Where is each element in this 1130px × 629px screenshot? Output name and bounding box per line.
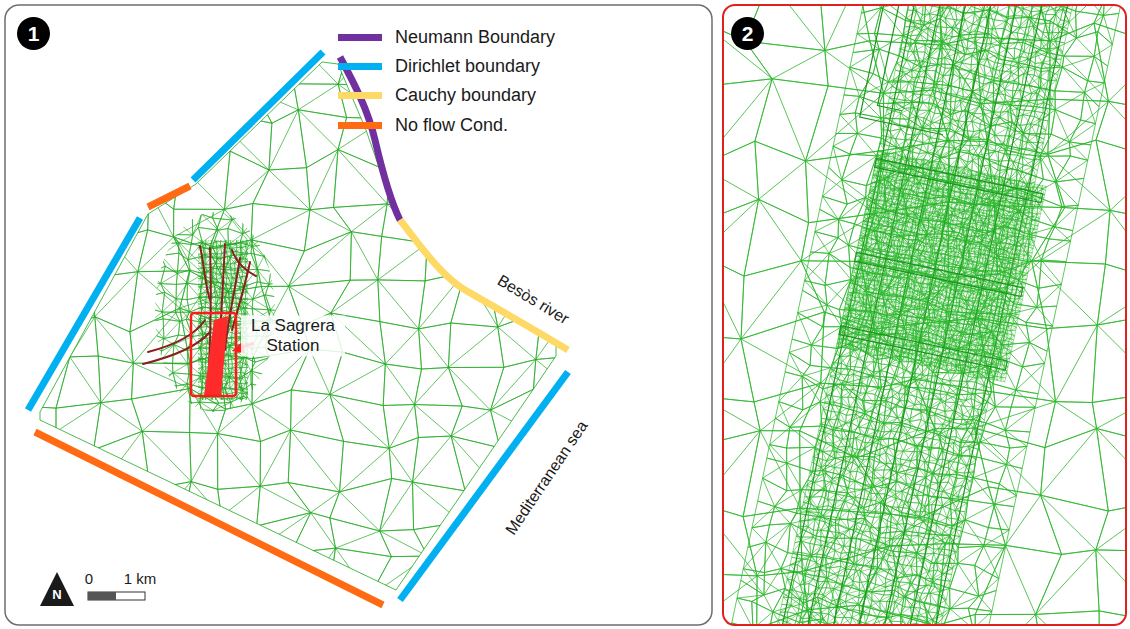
legend-swatch — [338, 34, 382, 41]
legend-text: No flow Cond. — [395, 115, 508, 136]
scale-label: 1 km — [124, 570, 157, 587]
callout-circle: 2 — [731, 17, 764, 50]
legend-swatch — [338, 92, 382, 99]
legend-text: Neumann Boundary — [395, 27, 555, 48]
legend-swatch — [338, 63, 382, 70]
station-label: La Sagrera Station — [241, 315, 345, 356]
mesh-lines — [723, 6, 1126, 626]
mesh-lines — [837, 151, 1047, 382]
mesh-lines — [750, 6, 1098, 626]
callout-number: 2 — [742, 23, 754, 44]
north-label: N — [52, 588, 61, 603]
callout-number: 1 — [28, 23, 40, 44]
legend-text: Cauchy boundary — [395, 85, 536, 106]
scale-label: 0 — [85, 570, 93, 587]
mesh-lines — [20, 40, 620, 629]
callout-circle: 1 — [17, 17, 50, 50]
legend-text: Dirichlet boundary — [395, 56, 540, 77]
legend-swatch — [338, 122, 382, 129]
